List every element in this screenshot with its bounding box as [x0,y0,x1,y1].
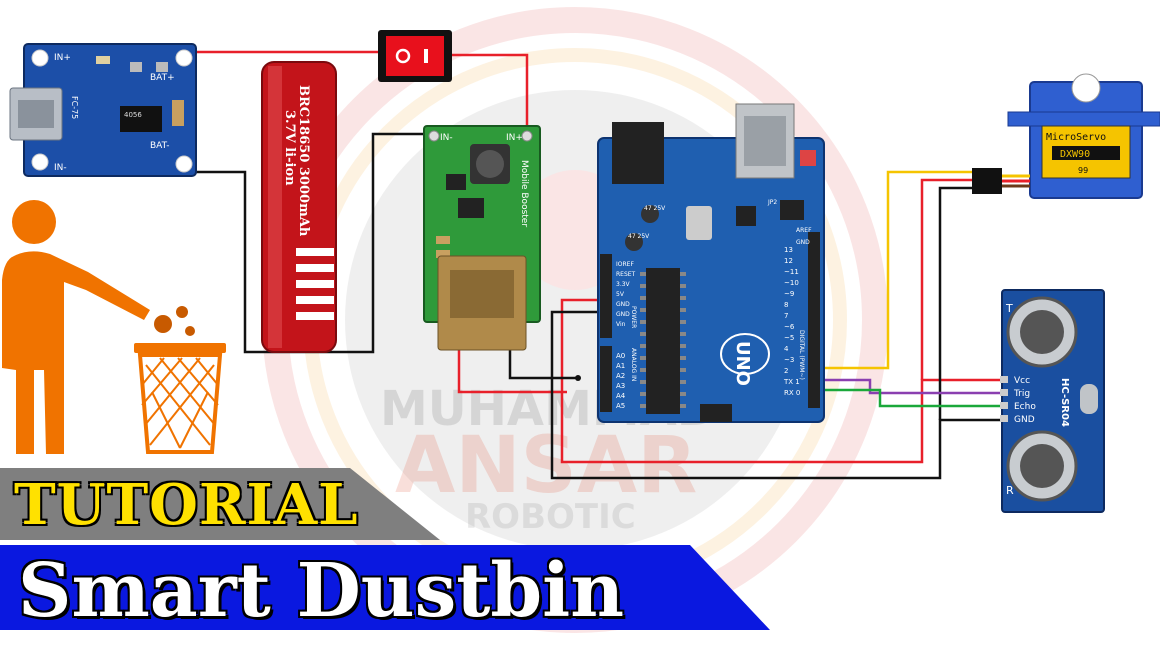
charger-model-label: FC-75 [70,96,79,119]
battery-label-1: BRC18650 3000mAh [296,85,311,237]
servo-num-label: 99 [1078,166,1088,175]
arduino-digital-pin-label: 4 [784,345,789,353]
watermark-line3: ROBOTIC [465,497,636,537]
banner-tutorial [0,468,440,540]
servo-name-label: MicroServo [1046,132,1106,143]
booster-module: IN- IN+ Mobile Booster [423,125,541,351]
arduino-logo-icon [720,333,770,375]
arduino-pin-labels: IOREF RESET 3.3V 5V GND GND Vin POWER A0A1A2A3A4… [616,227,812,410]
arduino-analog-pin-label: A0 [616,352,625,360]
arduino-digital-pin-label: ~3 [784,356,794,364]
arduino-analog-pin-label: A3 [616,382,625,390]
arduino-analog-pin-label: A4 [616,392,626,400]
arduino-brand: UNO [732,341,753,386]
battery-label-2: 3.7V li-ion [282,110,297,186]
booster-side-label: Mobile Booster [519,160,529,227]
arduino-digital-pin-label: 12 [784,257,793,265]
arduino-digital-pin-label: ~6 [784,323,795,331]
trash-particles-icon [154,306,195,336]
arduino-digital-pin-label: ~5 [784,334,794,342]
person-icon [2,200,150,454]
charger-chip-label: 4056 [124,111,142,119]
arduino-power-label: POWER [630,306,637,328]
arduino-analog-pin-label: A1 [616,362,625,370]
arduino-digital-pin-label: 7 [784,312,788,320]
arduino-digital-pin-label: RX 0 [784,389,800,397]
arduino-aref-label: AREF [796,227,812,234]
servo-model-label: DXW90 [1060,149,1090,160]
arduino-digital-pin-label: 8 [784,301,788,309]
sensor-pin-echo: Echo [1014,402,1036,412]
banner-title [0,545,770,630]
booster-in-minus-label: IN- [440,133,453,143]
arduino-analog-pin-label: A2 [616,372,625,380]
arduino-gnd-label: GND [796,239,810,246]
charger-in-minus-label: IN- [54,163,67,173]
arduino-power-pin-label: GND [616,311,630,318]
battery-18650: BRC18650 3000mAh 3.7V li-ion [261,61,337,353]
arduino-power-pin-label: IOREF [616,261,634,268]
arduino-cap1-label: 47 25V [644,205,666,212]
booster-in-plus-label: IN+ [506,133,523,143]
arduino-cap2-label: 47 25V [628,233,650,240]
charger-bat-minus-label: BAT- [150,141,170,151]
sensor-t-label: T [1005,302,1013,315]
arduino-icsp-label: JP2 [767,199,777,206]
sensor-model-label: HC-SR04 [1059,378,1070,427]
rocker-switch [378,30,452,82]
arduino-digital-pin-label: 13 [784,246,793,254]
arduino-digital-pin-label: TX 1 [783,378,800,386]
arduino-uno: 47 25V 47 25V JP2 UNO [597,103,825,423]
arduino-digital-pin-label: 2 [784,367,788,375]
sensor-r-label: R [1006,484,1014,497]
page-title: Smart Dustbin [18,548,625,634]
arduino-power-pin-label: 5V [616,291,625,298]
tutorial-label: TUTORIAL [14,472,359,538]
charger-bat-plus-label: BAT+ [150,73,175,83]
sensor-pin-vcc: Vcc [1014,376,1030,386]
arduino-power-pin-label: Vin [616,321,626,328]
charger-module: IN+ IN- BAT+ BAT- 4056 FC-75 [9,43,197,177]
arduino-analog-pin-label: A5 [616,402,625,410]
arduino-digital-pin-label: ~10 [784,279,799,287]
sensor-pin-gnd: GND [1014,415,1035,425]
dustbin-icon [134,343,226,454]
arduino-digital-pin-label: ~9 [784,290,794,298]
arduino-power-pin-label: RESET [616,271,636,278]
charger-in-plus-label: IN+ [54,53,71,63]
arduino-digital-label: DIGITAL (PWM~) [798,330,805,380]
sensor-pin-trig: Trig [1013,389,1030,399]
arduino-digital-pin-label: ~11 [784,268,799,276]
watermark-line2: ANSAR [395,421,697,511]
arduino-power-pin-label: 3.3V [616,281,631,288]
ultrasonic-sensor: Vcc Trig Echo GND HC-SR04 T R [1000,289,1105,513]
arduino-power-pin-label: GND [616,301,630,308]
arduino-analog-label: ANALOG IN [630,348,637,381]
servo-motor: MicroServo DXW90 99 [972,73,1160,199]
